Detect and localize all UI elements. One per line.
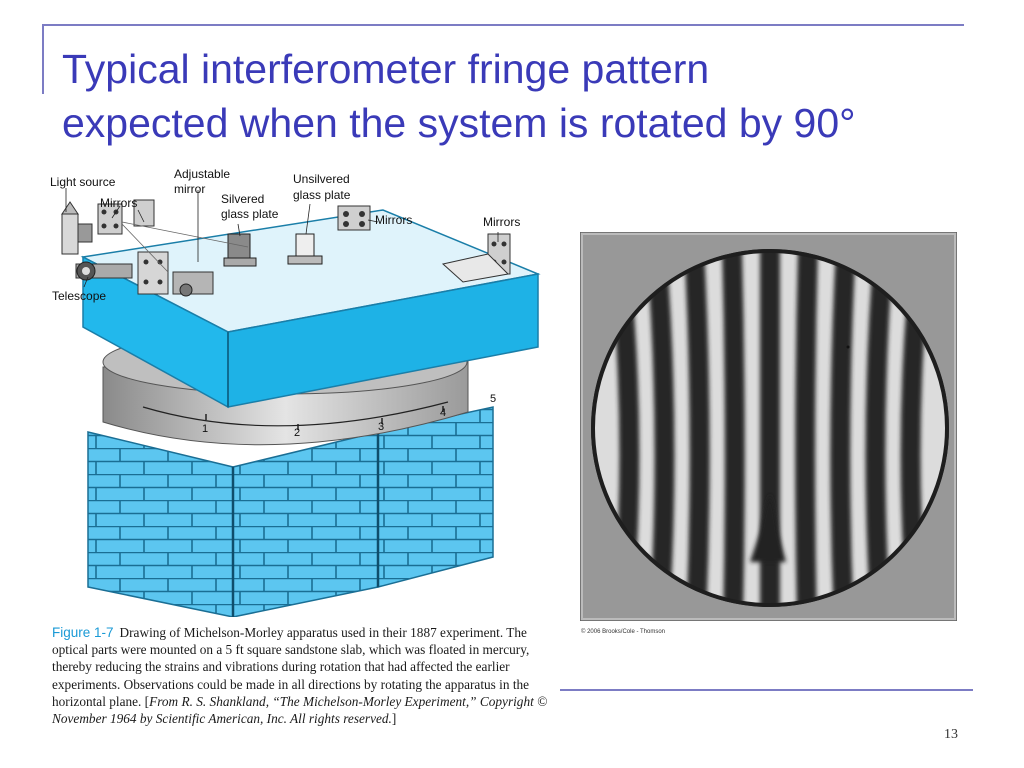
michelson-morley-apparatus-illustration: 1 2 3 4 5 (50, 167, 541, 617)
photo-copyright: © 2006 Brooks/Cole - Thomson (581, 629, 666, 635)
title-line-2: expected when the system is rotated by 9… (62, 100, 856, 146)
fringe-band (683, 251, 710, 605)
label-mirrors-mid: Mirrors (375, 213, 412, 227)
title-line-1: Typical interferometer fringe pattern (62, 46, 710, 92)
top-decor-line (42, 24, 964, 26)
fringe-cusp (750, 494, 786, 562)
left-decor-line (42, 24, 44, 94)
label-adjustable-mirror-line2: mirror (174, 182, 205, 196)
fringe-band (795, 251, 819, 605)
caption-end: ] (391, 711, 397, 727)
fringe-band (721, 251, 745, 605)
brick-pier (87, 406, 494, 617)
caption-text: Drawing of Michelson-Morley apparatus us… (52, 625, 530, 709)
scale-tick-1: 1 (202, 423, 208, 435)
label-leader-lines (65, 188, 499, 288)
label-silvered-line2: glass plate (221, 207, 279, 221)
caption-source: From R. S. Shankland, “The Michelson-Mor… (52, 693, 548, 727)
fringe-band (900, 251, 934, 605)
label-light-source: Light source (50, 175, 116, 189)
label-mirrors-left: Mirrors (100, 196, 137, 210)
figure-label: Figure 1-7 (52, 625, 114, 640)
fringe-disc (593, 251, 947, 605)
sandstone-slab (80, 209, 541, 409)
fringe-band (760, 251, 780, 605)
scale-tick-5: 5 (490, 393, 496, 405)
label-unsilvered-line2: glass plate (293, 188, 351, 202)
fringe-band (606, 251, 640, 605)
bottom-decor-line (560, 689, 973, 691)
scale-tick-3: 3 (378, 421, 384, 433)
label-unsilvered-line1: Unsilvered (293, 172, 350, 186)
slide-title: Typical interferometer fringe pattern ex… (62, 42, 1012, 150)
label-telescope: Telescope (52, 289, 106, 303)
label-silvered-line1: Silvered (221, 192, 264, 206)
page-number: 13 (944, 727, 958, 742)
scale-tick-4: 4 (440, 407, 446, 419)
fringe-band (644, 251, 675, 605)
fringe-band (830, 251, 857, 605)
label-adjustable-mirror-line1: Adjustable (174, 167, 230, 181)
fringe-band (865, 251, 896, 605)
fringe-pattern-photo (580, 232, 957, 621)
scale-tick-2: 2 (294, 427, 300, 439)
label-mirrors-right: Mirrors (483, 215, 520, 229)
